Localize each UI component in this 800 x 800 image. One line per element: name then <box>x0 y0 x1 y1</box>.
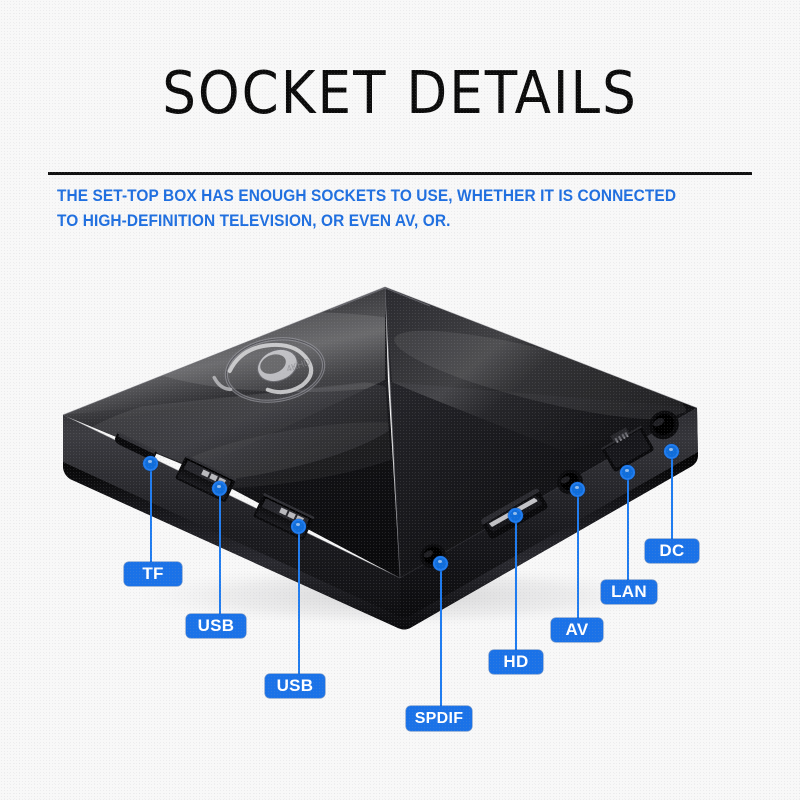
leader-line-lan <box>627 479 629 582</box>
header-divider <box>48 172 752 175</box>
subtitle-line-2: TO HIGH-DEFINITION TELEVISION, OR EVEN A… <box>57 212 451 230</box>
leader-line-usb2 <box>298 533 300 676</box>
subtitle-line-1: THE SET-TOP BOX HAS ENOUGH SOCKETS TO US… <box>57 187 677 205</box>
callout-badge-hd[interactable]: HD <box>489 650 543 674</box>
page-title: SOCKET DETAILS <box>162 58 638 127</box>
callout-badge-usb1[interactable]: USB <box>186 614 246 638</box>
port-marker-dc-icon[interactable] <box>664 444 679 459</box>
port-marker-hd-icon[interactable] <box>508 508 523 523</box>
subtitle-text: THE SET-TOP BOX HAS ENOUGH SOCKETS TO US… <box>57 184 721 234</box>
callout-badge-lan[interactable]: LAN <box>601 580 657 604</box>
leader-line-usb1 <box>219 495 221 616</box>
port-marker-usb1-icon[interactable] <box>212 481 227 496</box>
callout-badge-av[interactable]: AV <box>551 618 603 642</box>
leader-line-hd <box>515 522 517 652</box>
callout-badge-dc[interactable]: DC <box>645 539 699 563</box>
callout-badge-spdif[interactable]: SPDIF <box>406 706 472 731</box>
port-marker-tf-icon[interactable] <box>143 456 158 471</box>
port-marker-av-icon[interactable] <box>570 482 585 497</box>
leader-line-tf <box>150 470 152 563</box>
port-marker-lan-icon[interactable] <box>620 465 635 480</box>
brand-swirl-logo: 4KHD <box>212 337 326 403</box>
leader-line-spdif <box>440 570 442 709</box>
leader-line-av <box>577 496 579 620</box>
leader-line-dc <box>671 458 673 541</box>
callout-badge-usb2[interactable]: USB <box>265 674 325 698</box>
callout-badge-tf[interactable]: TF <box>124 562 182 586</box>
port-marker-spdif-icon[interactable] <box>433 556 448 571</box>
port-marker-usb2-icon[interactable] <box>291 519 306 534</box>
